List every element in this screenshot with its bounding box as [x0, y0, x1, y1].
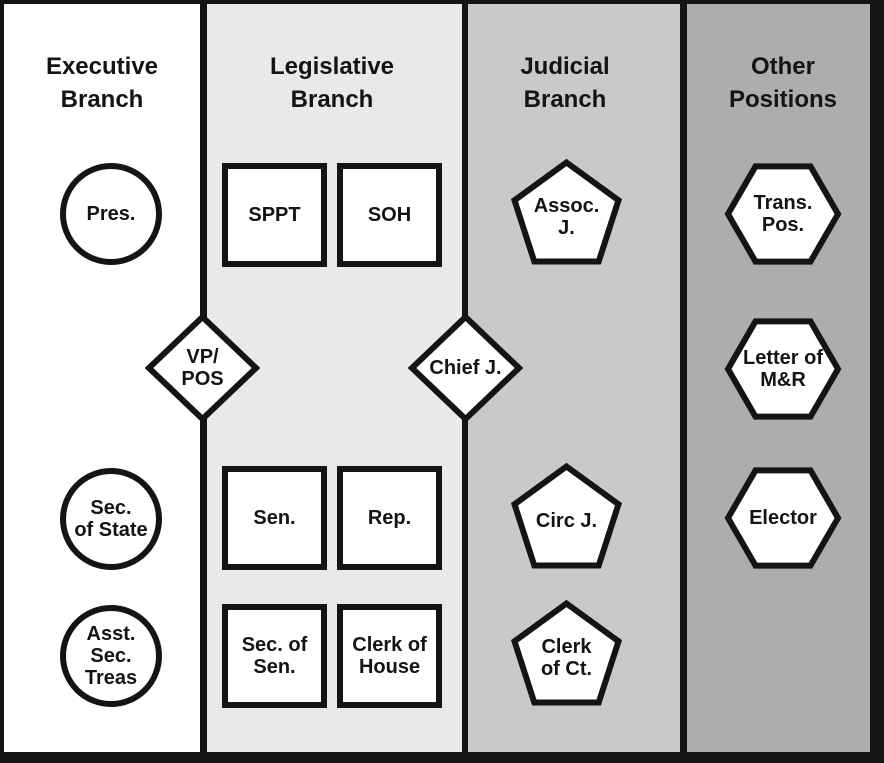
label-line: Assoc. — [533, 195, 600, 217]
diamond-icon — [144, 312, 261, 424]
node-label: Sen. — [228, 472, 321, 564]
node-associate-justice: Assoc. J. — [510, 158, 623, 265]
title-line: Positions — [728, 86, 837, 113]
node-elector: Elector — [724, 467, 842, 569]
label-line: of State — [74, 519, 148, 541]
column-title-legislative: Legislative Branch — [232, 50, 432, 116]
label-line: Chief J. — [429, 357, 502, 379]
label-line: Circ J. — [535, 510, 598, 532]
node-label: SPPT — [228, 169, 321, 261]
hexagon-icon — [724, 467, 842, 569]
label-line: Clerk — [541, 636, 592, 658]
label-line: Elector — [749, 507, 817, 529]
node-label: Sec. of State — [66, 474, 156, 564]
label-line: Pres. — [86, 203, 136, 225]
node-label: Elector — [725, 468, 841, 568]
pentagon-icon — [510, 158, 623, 265]
node-label: Sec. of Sen. — [228, 610, 321, 702]
title-line: Branch — [290, 86, 374, 113]
label-line: Pos. — [761, 214, 805, 236]
node-label: SOH — [343, 169, 436, 261]
label-line: Trans. — [753, 192, 813, 214]
label-line: SOH — [367, 204, 412, 226]
label-line: of Ct. — [540, 658, 593, 680]
title-line: Branch — [523, 86, 607, 113]
label-line: Letter of — [743, 347, 823, 369]
node-letter-of-mr: Letter of M&R — [724, 318, 842, 420]
label-line: SPPT — [248, 204, 301, 226]
column-title-other: Other Positions — [683, 50, 883, 116]
title-line: Legislative — [269, 53, 395, 80]
label-line: Sen. — [253, 656, 296, 678]
title-line: Branch — [60, 86, 144, 113]
title-line: Judicial — [520, 53, 610, 80]
label-line: M&R — [760, 369, 806, 391]
node-label: VP/ POS — [145, 313, 260, 423]
column-title-judicial: Judicial Branch — [465, 50, 665, 116]
title-line: Other — [750, 53, 815, 80]
label-line: Sen. — [253, 507, 296, 529]
label-line: J. — [558, 217, 575, 239]
node-label: Assoc. J. — [510, 159, 623, 265]
node-label: Circ J. — [510, 463, 623, 569]
node-representative: Rep. — [337, 466, 442, 570]
node-assistant-secretary-treasurer: Asst. Sec. Treas — [60, 605, 162, 707]
label-line: Treas — [84, 667, 138, 689]
title-line: Executive — [45, 53, 159, 80]
hexagon-icon — [724, 318, 842, 420]
label-line: Clerk of — [352, 634, 427, 656]
label-line: Sec. — [90, 497, 132, 519]
diamond-icon — [407, 312, 524, 424]
column-title-executive: Executive Branch — [2, 50, 202, 116]
node-president: Pres. — [60, 163, 162, 265]
node-clerk-of-court: Clerk of Ct. — [510, 599, 623, 706]
node-label: Asst. Sec. Treas — [66, 611, 156, 701]
node-sppt: SPPT — [222, 163, 327, 267]
node-chief-justice: Chief J. — [407, 312, 524, 424]
label-line: VP/ — [186, 346, 219, 368]
label-line: Sec. — [90, 645, 132, 667]
node-vp-pos: VP/ POS — [144, 312, 261, 424]
label-line: House — [358, 656, 421, 678]
hexagon-icon — [724, 163, 842, 265]
node-senator: Sen. — [222, 466, 327, 570]
node-soh: SOH — [337, 163, 442, 267]
label-line: Asst. — [86, 623, 136, 645]
node-circuit-judge: Circ J. — [510, 462, 623, 569]
label-line: Rep. — [367, 507, 412, 529]
label-line: POS — [181, 368, 224, 390]
label-line: Sec. of — [241, 634, 308, 656]
node-label: Letter of M&R — [725, 319, 841, 419]
node-label: Pres. — [66, 169, 156, 259]
node-label: Clerk of House — [343, 610, 436, 702]
pentagon-icon — [510, 462, 623, 569]
node-transition-positions: Trans. Pos. — [724, 163, 842, 265]
node-secretary-of-state: Sec. of State — [60, 468, 162, 570]
node-secretary-of-senate: Sec. of Sen. — [222, 604, 327, 708]
node-label: Rep. — [343, 472, 436, 564]
node-label: Chief J. — [408, 313, 523, 423]
column-divider — [680, 4, 687, 752]
node-label: Clerk of Ct. — [510, 600, 623, 706]
node-clerk-of-house: Clerk of House — [337, 604, 442, 708]
node-label: Trans. Pos. — [725, 164, 841, 264]
pentagon-icon — [510, 599, 623, 706]
